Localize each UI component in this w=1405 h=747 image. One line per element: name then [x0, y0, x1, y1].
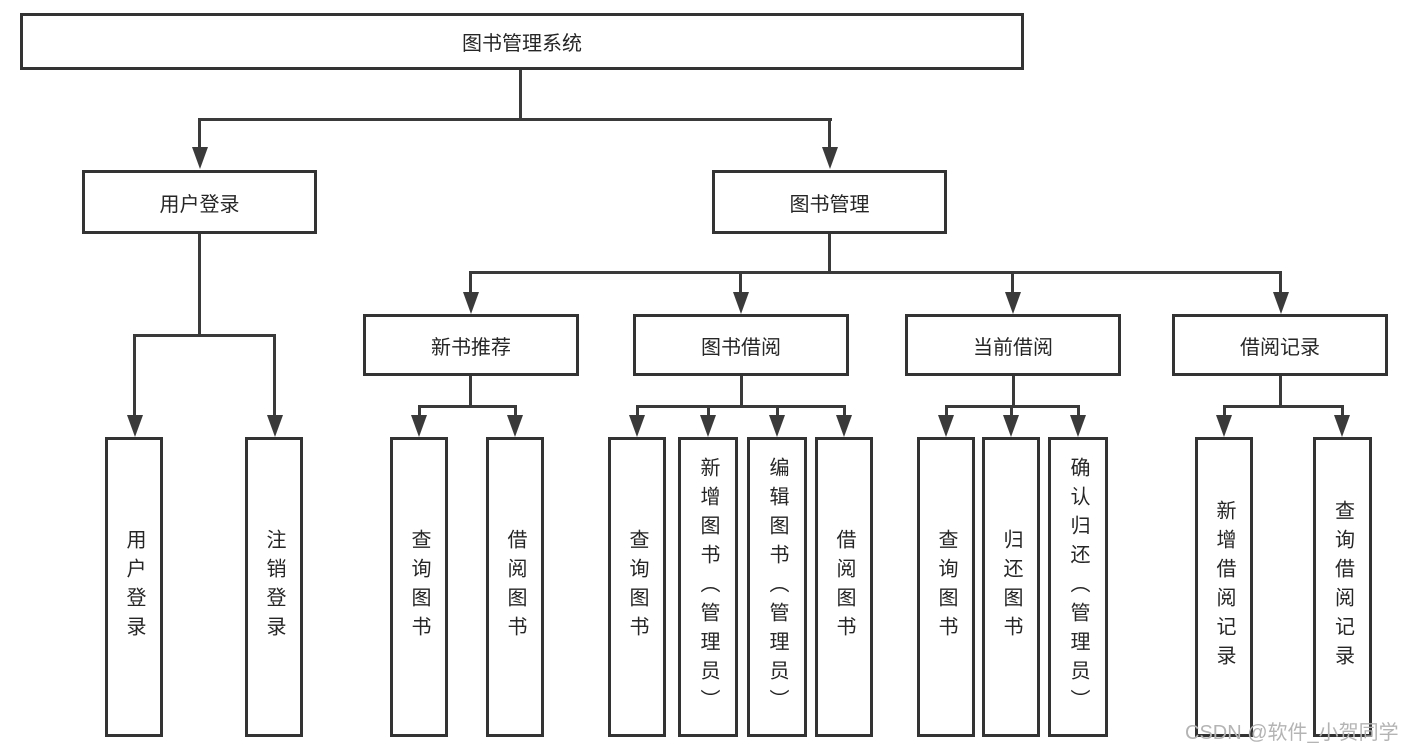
connector-user-login-rail — [133, 334, 276, 337]
node-book-management: 图书管理 — [712, 170, 947, 234]
connector-root-rail — [198, 118, 832, 121]
arrow-into-confirm — [1070, 415, 1086, 437]
connector-to-recommend-stem — [469, 271, 472, 293]
node-label: 用户登录 — [159, 193, 240, 216]
leaf-label: 编辑图书（管理员） — [766, 456, 788, 718]
leaf-label: 注销登录 — [263, 529, 285, 645]
connector-to-edit-book-stem — [776, 405, 779, 417]
connector-to-query-rec-stem — [418, 405, 421, 417]
leaf-logout: 注销登录 — [245, 437, 303, 737]
arrow-into-borrow-bor — [836, 415, 852, 437]
csdn-watermark: CSDN @软件_小贺同学 — [1185, 722, 1399, 744]
connector-records-rail — [1223, 405, 1344, 408]
connector-to-current-stem — [1011, 271, 1014, 293]
node-root-library-system: 图书管理系统 — [20, 13, 1024, 70]
connector-to-add-book-stem — [707, 405, 710, 417]
leaf-label: 借阅图书 — [504, 529, 526, 645]
arrow-into-query-cur — [938, 415, 954, 437]
leaf-label: 确认归还（管理员） — [1067, 456, 1089, 718]
connector-to-query-record-stem — [1341, 405, 1344, 417]
leaf-user-login: 用户登录 — [105, 437, 163, 737]
node-label: 图书管理系统 — [462, 33, 582, 55]
node-current-borrowing: 当前借阅 — [905, 314, 1121, 376]
connector-to-user-login-stem — [198, 118, 201, 150]
leaf-label: 用户登录 — [123, 529, 145, 645]
arrow-into-return — [1003, 415, 1019, 437]
leaf-query-borrow-record: 查询借阅记录 — [1313, 437, 1372, 737]
arrow-into-user-login — [192, 147, 208, 169]
connector-book-mgmt-stem — [828, 234, 831, 274]
leaf-label: 新增借阅记录 — [1213, 500, 1235, 674]
arrow-into-book-mgmt — [822, 147, 838, 169]
connector-to-records-stem — [1279, 271, 1282, 293]
connector-book-mgmt-rail — [470, 271, 1282, 274]
leaf-return-books: 归还图书 — [982, 437, 1040, 737]
leaf-query-books-current: 查询图书 — [917, 437, 975, 737]
leaf-label: 查询图书 — [408, 529, 430, 645]
arrow-into-leaf-logout — [267, 415, 283, 437]
connector-user-login-stem — [198, 233, 201, 337]
leaf-label: 归还图书 — [1000, 529, 1022, 645]
leaf-edit-books-admin: 编辑图书（管理员） — [747, 437, 807, 737]
connector-to-leaf-logout-stem — [273, 334, 276, 416]
node-label: 图书借阅 — [701, 336, 781, 359]
arrow-into-current — [1005, 292, 1021, 314]
node-new-book-recommend: 新书推荐 — [363, 314, 579, 376]
arrow-into-records — [1273, 292, 1289, 314]
connector-to-confirm-stem — [1077, 405, 1080, 417]
leaf-query-books-recommend: 查询图书 — [390, 437, 448, 737]
node-label: 新书推荐 — [431, 336, 511, 359]
arrow-into-query-rec — [411, 415, 427, 437]
node-user-login: 用户登录 — [82, 170, 317, 234]
arrow-into-borrowing — [733, 292, 749, 314]
connector-recommend-rail — [418, 405, 517, 408]
connector-borrowing-rail — [636, 405, 845, 408]
node-label: 借阅记录 — [1240, 336, 1320, 359]
leaf-add-borrow-record: 新增借阅记录 — [1195, 437, 1253, 737]
connector-records-stem — [1279, 376, 1282, 408]
connector-to-return-stem — [1010, 405, 1013, 417]
leaf-label: 借阅图书 — [833, 529, 855, 645]
leaf-label: 查询图书 — [626, 529, 648, 645]
arrow-into-add-book — [700, 415, 716, 437]
leaf-confirm-return-admin: 确认归还（管理员） — [1048, 437, 1108, 737]
leaf-borrow-books-recommend: 借阅图书 — [486, 437, 544, 737]
connector-current-stem — [1012, 376, 1015, 408]
connector-to-query-bor-stem — [636, 405, 639, 417]
connector-borrowing-stem — [740, 376, 743, 408]
arrow-into-leaf-user-login — [127, 415, 143, 437]
leaf-label: 查询借阅记录 — [1331, 500, 1354, 674]
connector-to-borrow-bor-stem — [843, 405, 846, 417]
leaf-add-books-admin: 新增图书（管理员） — [678, 437, 738, 737]
leaf-label: 查询图书 — [935, 529, 957, 645]
connector-to-query-cur-stem — [945, 405, 948, 417]
connector-to-book-mgmt-stem — [828, 118, 831, 150]
arrow-into-query-bor — [629, 415, 645, 437]
leaf-query-books-borrowing: 查询图书 — [608, 437, 666, 737]
node-label: 当前借阅 — [973, 336, 1053, 359]
node-borrowing-records: 借阅记录 — [1172, 314, 1388, 376]
node-book-borrowing: 图书借阅 — [633, 314, 849, 376]
leaf-label: 新增图书（管理员） — [697, 456, 719, 718]
arrow-into-add-record — [1216, 415, 1232, 437]
connector-to-borrowing-stem — [739, 271, 742, 293]
connector-root-stem — [519, 70, 522, 120]
arrow-into-borrow-rec — [507, 415, 523, 437]
node-label: 图书管理 — [789, 193, 870, 216]
arrow-into-query-record — [1334, 415, 1350, 437]
arrow-into-edit-book — [769, 415, 785, 437]
arrow-into-recommend — [463, 292, 479, 314]
connector-to-borrow-rec-stem — [514, 405, 517, 417]
leaf-borrow-books-borrowing: 借阅图书 — [815, 437, 873, 737]
connector-to-add-record-stem — [1223, 405, 1226, 417]
connector-to-leaf-user-login-stem — [133, 334, 136, 416]
connector-recommend-stem — [469, 376, 472, 408]
